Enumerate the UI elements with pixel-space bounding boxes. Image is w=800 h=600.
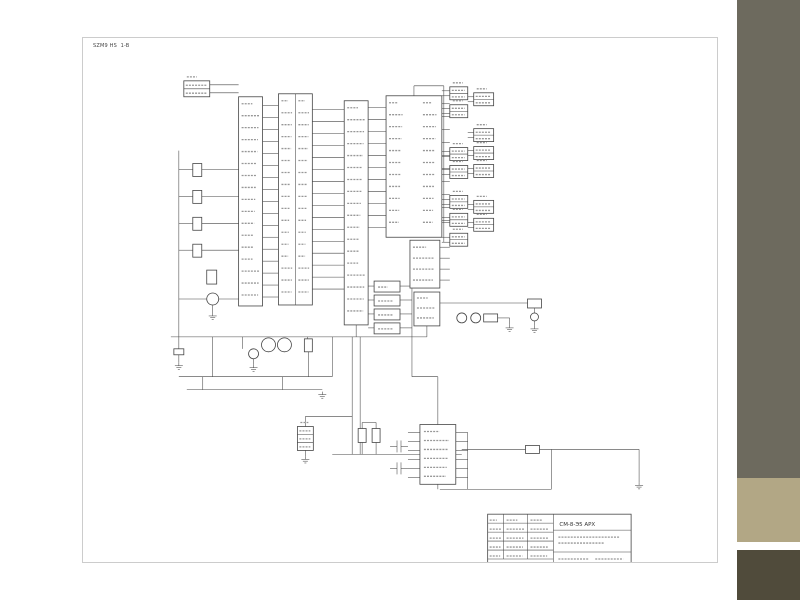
schematic-header-label: SZM9 HS 1-B: [93, 43, 130, 49]
theme-stripe-bottom: [737, 550, 800, 600]
theme-stripe-top: [737, 0, 800, 478]
theme-stripe-gap: [737, 542, 800, 550]
theme-stripe-accent: [737, 478, 800, 542]
schematic-drawing: СМ-8-Э5 АРХ: [170, 76, 644, 562]
svg-text:СМ-8-Э5 АРХ: СМ-8-Э5 АРХ: [559, 522, 595, 528]
slide: SZM9 HS 1-B СМ-8-Э5 АРХ: [82, 37, 718, 563]
